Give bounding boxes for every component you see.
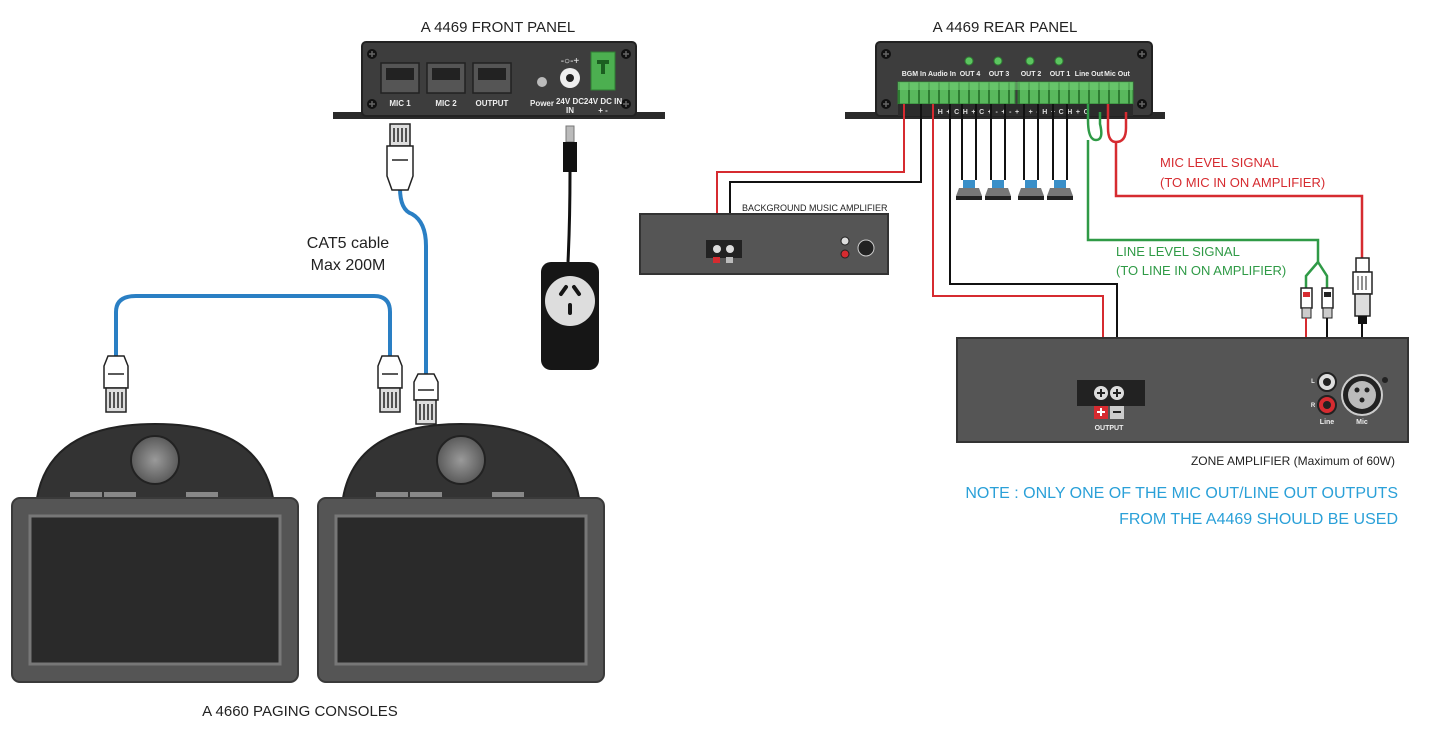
zone-l-label: L bbox=[1311, 379, 1315, 385]
svg-text:H+CH+C+-+-+-+-H+CH+C: H+CH+C+-+-+-+-H+CH+C bbox=[938, 109, 1092, 116]
power-led-icon bbox=[537, 77, 547, 87]
port-mic2-label: MIC 2 bbox=[435, 99, 457, 108]
console-speaker-icon bbox=[436, 435, 486, 485]
zone-amplifier bbox=[956, 337, 1409, 443]
mic-level-cable bbox=[1106, 104, 1364, 260]
terminal-strip-icon bbox=[897, 81, 1134, 105]
out4-label: OUT 4 bbox=[960, 71, 981, 78]
cable-label-2: Max 200M bbox=[311, 257, 386, 274]
speaker-icon bbox=[956, 180, 1073, 200]
rj45-port-icon bbox=[380, 62, 512, 94]
cat5-cable bbox=[114, 187, 428, 378]
bgm-amp-title: BACKGROUND MUSIC AMPLIFIER bbox=[742, 203, 888, 213]
zone-mic-label: Mic bbox=[1356, 419, 1368, 426]
console-screen bbox=[28, 514, 282, 666]
mic-out-label: Mic Out bbox=[1104, 71, 1130, 78]
zone-output-label: OUTPUT bbox=[1095, 425, 1125, 432]
rca-plug-icon bbox=[1300, 287, 1334, 319]
line-signal-label-2: (TO LINE IN ON AMPLIFIER) bbox=[1116, 263, 1286, 278]
note-line-2: FROM THE A4469 SHOULD BE USED bbox=[1119, 511, 1398, 528]
cable-label-1: CAT5 cable bbox=[307, 235, 390, 252]
out1-label: OUT 1 bbox=[1050, 71, 1071, 78]
power-label: Power bbox=[530, 99, 554, 108]
console-speaker-icon bbox=[130, 435, 180, 485]
note-line-1: NOTE : ONLY ONE OF THE MIC OUT/LINE OUT … bbox=[965, 485, 1398, 502]
svg-text:-○-+: -○-+ bbox=[561, 56, 580, 67]
mic-signal-label-2: (TO MIC IN ON AMPLIFIER) bbox=[1160, 175, 1325, 190]
mic-signal-label-1: MIC LEVEL SIGNAL bbox=[1160, 155, 1279, 170]
dc-in-label-b: IN bbox=[566, 106, 574, 115]
line-signal-label-1: LINE LEVEL SIGNAL bbox=[1116, 244, 1240, 259]
speaker-wires bbox=[961, 104, 1068, 180]
dc-terminal-icon bbox=[590, 51, 616, 91]
zone-r-label: R bbox=[1311, 403, 1316, 409]
port-mic1-label: MIC 1 bbox=[389, 99, 411, 108]
power-adapter bbox=[541, 125, 599, 370]
consoles-title: A 4660 PAGING CONSOLES bbox=[202, 703, 398, 720]
front-panel-title: A 4469 FRONT PANEL bbox=[421, 19, 576, 36]
audio-in-label: Audio In bbox=[928, 71, 956, 78]
console-screen bbox=[334, 514, 588, 666]
power-plug-icon bbox=[559, 285, 581, 315]
bgm-in-label: BGM In bbox=[902, 71, 927, 78]
paging-console-right bbox=[317, 422, 605, 683]
paging-console-left bbox=[11, 422, 299, 683]
dc-terminal-label-b: + - bbox=[598, 106, 608, 115]
dc-terminal-label-a: 24V DC IN bbox=[584, 97, 622, 106]
out3-label: OUT 3 bbox=[989, 71, 1010, 78]
xlr-jack-icon bbox=[1341, 374, 1388, 416]
out2-label: OUT 2 bbox=[1021, 71, 1042, 78]
output-led-icon bbox=[964, 56, 1064, 66]
rear-panel-title: A 4469 REAR PANEL bbox=[933, 19, 1078, 36]
line-level-cable bbox=[1086, 104, 1329, 288]
rca-jack-icon bbox=[1317, 372, 1337, 415]
dc-jack-icon: -○-+ bbox=[560, 56, 580, 88]
dc-in-label-a: 24V DC bbox=[556, 97, 584, 106]
line-out-label: Line Out bbox=[1075, 71, 1104, 78]
rj45-plug-icon bbox=[103, 123, 439, 425]
port-output-label: OUTPUT bbox=[476, 99, 509, 108]
bgm-amplifier bbox=[639, 213, 889, 275]
zone-amp-title: ZONE AMPLIFIER (Maximum of 60W) bbox=[1191, 454, 1395, 468]
xlr-plug-icon bbox=[1352, 257, 1373, 324]
zone-line-label: Line bbox=[1320, 419, 1334, 426]
front-panel: MIC 1 MIC 2 OUTPUT Power -○-+ 24V DC IN … bbox=[333, 41, 665, 119]
